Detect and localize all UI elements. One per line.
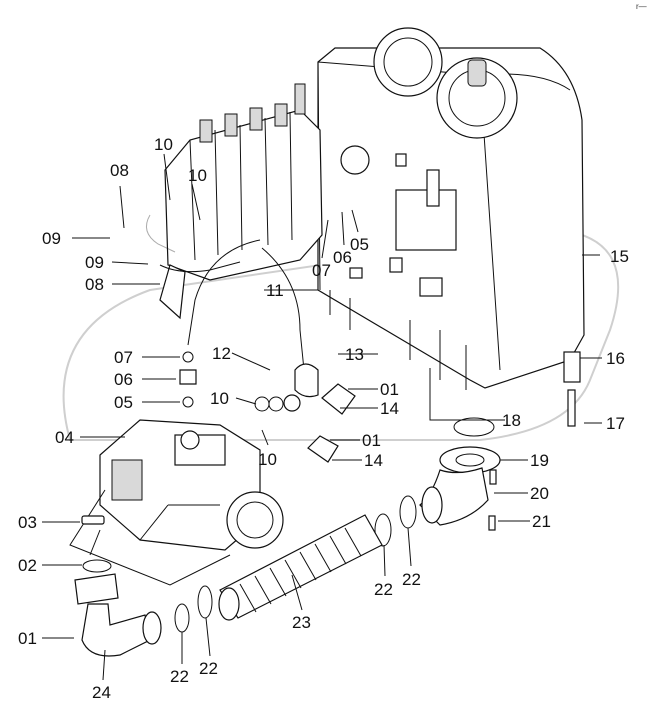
callout-19: 19: [530, 451, 549, 470]
callout-20: 20: [530, 484, 549, 503]
callout-08-b: 08: [85, 275, 104, 294]
callout-21: 21: [532, 512, 551, 531]
callout-17: 17: [606, 414, 625, 433]
callout-14-b: 14: [364, 451, 383, 470]
callout-11: 11: [266, 281, 284, 300]
bolt-and-oring: [81, 515, 112, 573]
callout-12: 12: [212, 344, 231, 363]
callout-23: 23: [292, 613, 311, 632]
callout-22-c: 22: [170, 667, 189, 686]
small-fittings: [179, 351, 356, 463]
callout-13: 13: [345, 345, 364, 364]
main-pump: [99, 419, 284, 551]
watermark: [62, 228, 620, 441]
callout-02: 02: [18, 556, 37, 575]
callout-07-b: 07: [114, 348, 133, 367]
return-elbow: [419, 417, 501, 531]
callout-22-d: 22: [199, 659, 218, 678]
callout-01-b: 01: [362, 431, 381, 450]
callout-09-b: 09: [85, 253, 104, 272]
callout-10-a: 10: [154, 135, 173, 154]
callout-05-b: 05: [114, 393, 133, 412]
callout-04: 04: [55, 428, 74, 447]
callout-10-d: 10: [258, 450, 277, 469]
callout-01-c: 01: [18, 629, 37, 648]
callout-05-a: 05: [350, 235, 369, 254]
callout-09-a: 09: [42, 229, 61, 248]
corner-mark: r—: [636, 2, 647, 11]
callout-10-c: 10: [210, 389, 229, 408]
callout-08-a: 08: [110, 161, 129, 180]
callout-14-a: 14: [380, 399, 399, 418]
sleeve-and-bolt: [563, 351, 581, 427]
callout-10-b: 10: [188, 166, 207, 185]
callout-labels: 08 10 10 09 09 08 05 06 07 15 11 07 12 1…: [18, 135, 629, 702]
callout-18: 18: [502, 411, 521, 430]
hoses: [145, 214, 319, 398]
callout-15: 15: [610, 247, 629, 266]
leader-lines: [42, 153, 602, 681]
callout-24: 24: [92, 683, 111, 702]
control-valve: [159, 83, 323, 320]
callout-07-a: 07: [312, 261, 331, 280]
callout-06-a: 06: [333, 248, 352, 267]
callout-16: 16: [606, 349, 625, 368]
callout-01-a: 01: [380, 380, 399, 399]
callout-22-b: 22: [402, 570, 421, 589]
corrugated-hose: [218, 514, 383, 621]
callout-06-b: 06: [114, 370, 133, 389]
suction-elbow: [74, 573, 162, 657]
hydraulic-tank: [317, 27, 585, 390]
callout-03: 03: [18, 513, 37, 532]
callout-22-a: 22: [374, 580, 393, 599]
